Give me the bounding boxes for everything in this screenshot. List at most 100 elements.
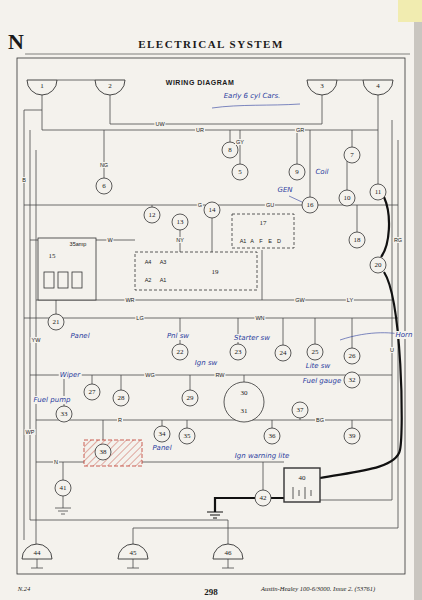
lamp-symbol bbox=[363, 80, 393, 95]
component-symbol bbox=[172, 214, 188, 230]
component-symbol bbox=[292, 402, 308, 418]
callout-number: 41 bbox=[59, 484, 68, 492]
callout-number: 11 bbox=[374, 188, 383, 196]
handwritten-note: Horn bbox=[395, 331, 414, 339]
wire-colour-code: D bbox=[276, 238, 282, 244]
component-symbol bbox=[204, 202, 220, 218]
callout-number: 6 bbox=[101, 182, 107, 190]
wire-colour-code: G bbox=[197, 202, 203, 208]
handwritten-note: Coil bbox=[314, 168, 329, 176]
wire-colour-code: GR bbox=[295, 127, 305, 133]
lamp-symbol bbox=[95, 80, 125, 95]
wiring-line bbox=[44, 272, 54, 288]
wire-colour-code: F bbox=[258, 238, 263, 244]
component-symbol bbox=[370, 257, 386, 273]
component-symbol bbox=[230, 344, 246, 360]
callout-number: 38 bbox=[99, 448, 108, 456]
callout-number: 37 bbox=[296, 406, 305, 414]
handwritten-note: Panel bbox=[69, 332, 90, 340]
wiring-line bbox=[24, 318, 398, 319]
component-symbol bbox=[349, 232, 365, 248]
component-symbol bbox=[182, 390, 198, 406]
lamp-symbol bbox=[22, 544, 52, 559]
callout-number: 2 bbox=[107, 82, 113, 90]
wiring-line bbox=[289, 196, 302, 202]
handwritten-note: Pnl sw bbox=[166, 332, 190, 340]
wiring-line bbox=[30, 130, 228, 545]
wiring-line bbox=[38, 214, 320, 502]
callout-number: 42 bbox=[259, 494, 268, 502]
callout-number: 28 bbox=[117, 394, 126, 402]
wiring-line bbox=[31, 559, 234, 568]
component-symbol bbox=[95, 444, 111, 460]
wiring-line bbox=[36, 150, 37, 545]
wiring-line bbox=[22, 80, 393, 559]
wire-colour-code: A1 bbox=[159, 277, 168, 283]
wire-colour-code: A3 bbox=[159, 259, 168, 265]
wire-colour-code: BG bbox=[315, 417, 325, 423]
wire-colour-code: WN bbox=[254, 315, 265, 321]
lamp-symbol bbox=[213, 544, 243, 559]
page-footer: N.24 bbox=[17, 585, 31, 592]
component-symbol bbox=[154, 426, 170, 442]
callout-number: 4 bbox=[375, 82, 381, 90]
wiring-line bbox=[320, 272, 402, 478]
wire-colour-code: A1 bbox=[239, 238, 248, 244]
wire-colour-code: WP bbox=[25, 429, 36, 435]
callout-number: 34 bbox=[158, 430, 167, 438]
callout-number: 20 bbox=[374, 261, 383, 269]
wire-colour-code: RW bbox=[214, 372, 225, 378]
component-symbol bbox=[255, 490, 271, 506]
wiring-line bbox=[135, 252, 257, 290]
callout-number: 21 bbox=[52, 318, 61, 326]
wire-colour-code: YW bbox=[31, 337, 42, 343]
wire-colour-code: W bbox=[106, 237, 113, 243]
wire-colour-code: GU bbox=[265, 202, 275, 208]
component-symbol bbox=[144, 207, 160, 223]
callout-number: 8 bbox=[227, 146, 233, 154]
wiring-line bbox=[36, 462, 284, 463]
component-symbol bbox=[55, 480, 71, 496]
wiring-line bbox=[30, 375, 392, 376]
diagram-heading: WIRING DIAGRAM bbox=[165, 79, 235, 86]
page-number: 298 bbox=[203, 587, 219, 597]
callout-number: 27 bbox=[88, 388, 97, 396]
wiring-line bbox=[84, 440, 142, 466]
wiring-line bbox=[224, 382, 264, 422]
wiring-line bbox=[24, 80, 398, 568]
wiring-line bbox=[215, 498, 284, 512]
callout-number: 35 bbox=[183, 432, 192, 440]
component-symbol bbox=[339, 190, 355, 206]
callout-number: 7 bbox=[349, 151, 355, 159]
wiring-line bbox=[133, 140, 398, 545]
wire-colour-code: GW bbox=[294, 297, 305, 303]
wiring-line bbox=[207, 512, 223, 518]
component-symbol bbox=[344, 348, 360, 364]
callout-number: 32 bbox=[348, 376, 357, 384]
component-symbol bbox=[275, 345, 291, 361]
callout-number: 26 bbox=[348, 352, 357, 360]
callout-number: 18 bbox=[353, 236, 362, 244]
component-symbol bbox=[96, 178, 112, 194]
wire-colour-code: UW bbox=[154, 121, 165, 127]
wire-colour-code: E bbox=[267, 238, 273, 244]
wire-colour-code: NG bbox=[99, 162, 109, 168]
wire-colour-code: LY bbox=[346, 297, 354, 303]
component-symbol bbox=[307, 344, 323, 360]
wire-colour-code: A4 bbox=[144, 259, 153, 265]
wiring-line bbox=[284, 468, 320, 502]
lamp-symbol bbox=[27, 80, 57, 95]
handwritten-note: Panel bbox=[151, 444, 172, 452]
callout-number: 9 bbox=[294, 168, 300, 176]
label: ELECTRICAL SYSTEM bbox=[137, 38, 285, 50]
wiring-line bbox=[17, 58, 405, 574]
component-symbol bbox=[344, 428, 360, 444]
handwritten-note: Wiper bbox=[59, 371, 82, 379]
callout-number: 23 bbox=[234, 348, 243, 356]
wiring-line bbox=[72, 272, 82, 288]
component-symbol bbox=[264, 428, 280, 444]
wiring-line bbox=[293, 487, 311, 499]
callout-number: 30 bbox=[240, 389, 249, 397]
wiring-line bbox=[64, 375, 352, 414]
